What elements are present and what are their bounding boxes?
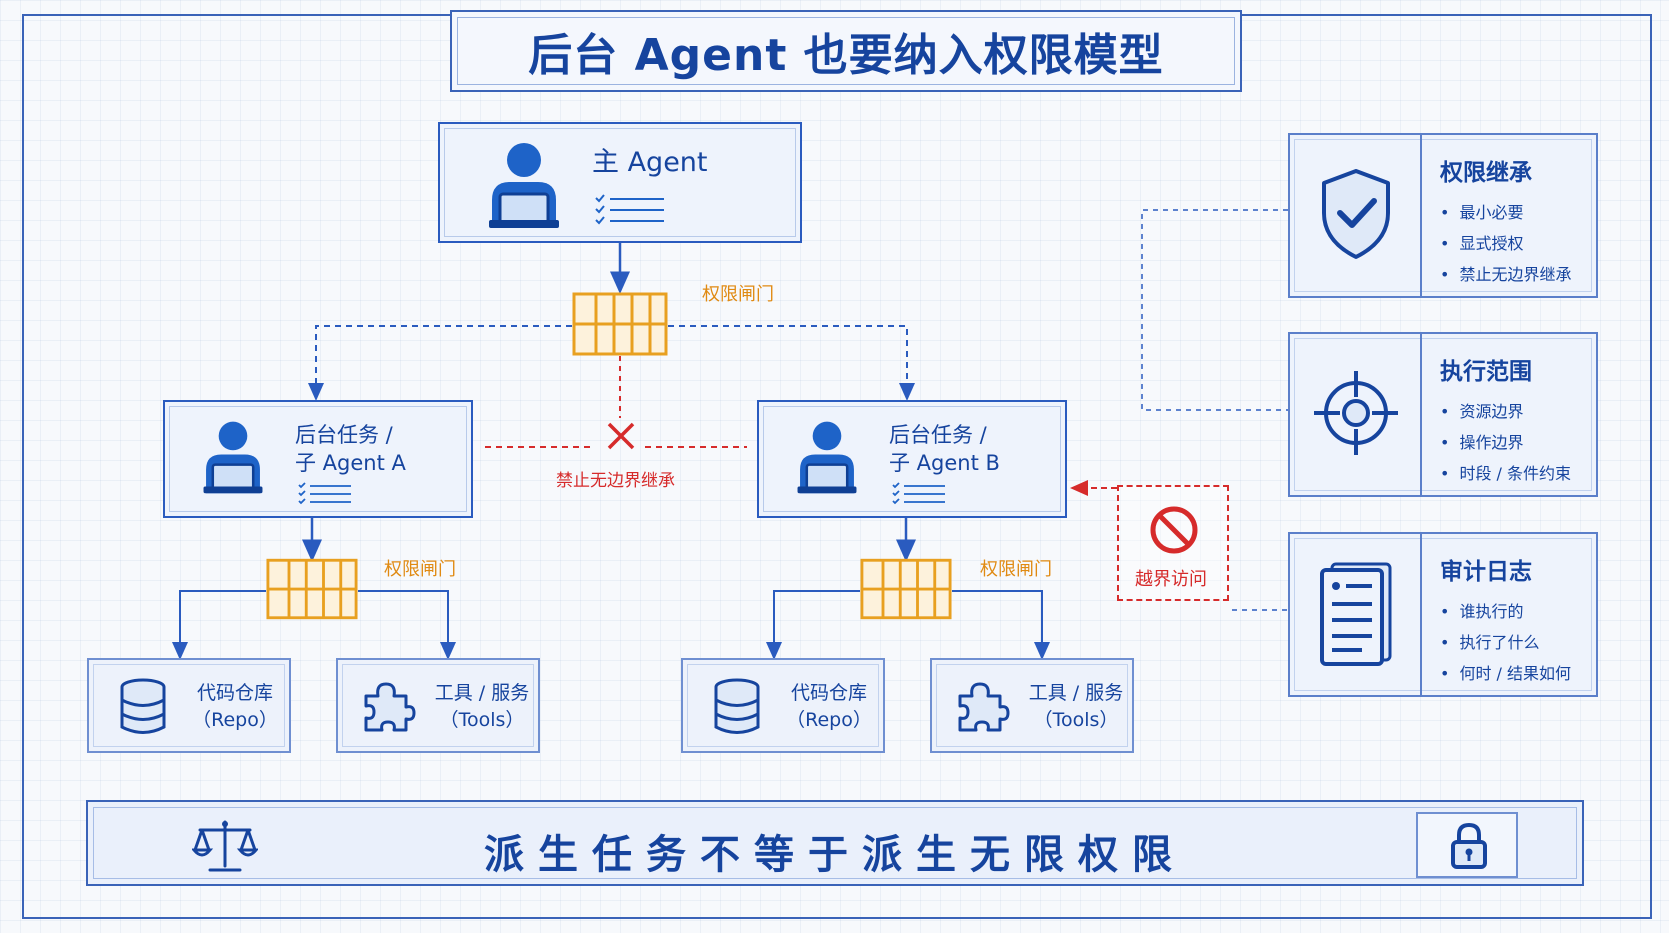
deny-x-icon xyxy=(607,422,635,450)
repo-card-b[interactable]: 代码仓库 （Repo） xyxy=(681,658,885,753)
list-item: 执行了什么 xyxy=(1440,627,1571,658)
list-item: 时段 / 条件约束 xyxy=(1440,458,1571,489)
repo-label-b: 代码仓库 xyxy=(790,682,867,704)
repo-sublabel-b: （Repo） xyxy=(786,709,872,731)
violation-label: 越界访问 xyxy=(1135,569,1207,590)
shield-check-icon xyxy=(1322,169,1390,259)
checklist-icon xyxy=(892,482,945,505)
crosshair-icon xyxy=(1314,371,1398,455)
tools-card-a[interactable]: 工具 / 服务 （Tools） xyxy=(336,658,540,753)
page-title: 后台 Agent 也要纳入权限模型 xyxy=(528,30,1164,81)
permission-gate-icon xyxy=(860,558,952,620)
scales-icon xyxy=(192,820,258,872)
panel-list: 谁执行的 执行了什么 何时 / 结果如何 xyxy=(1440,596,1571,689)
list-item: 最小必要 xyxy=(1440,197,1571,228)
list-item: 何时 / 结果如何 xyxy=(1440,658,1571,689)
user-icon xyxy=(203,421,263,494)
checklist-icon xyxy=(595,194,664,225)
panel-divider xyxy=(1420,534,1422,695)
deny-label: 禁止无边界继承 xyxy=(556,471,675,491)
list-item: 操作边界 xyxy=(1440,427,1571,458)
sub-agent-b-line1: 后台任务 / xyxy=(889,423,987,447)
repo-sublabel-a: （Repo） xyxy=(192,709,278,731)
tools-card-b[interactable]: 工具 / 服务 （Tools） xyxy=(930,658,1134,753)
puzzle-icon xyxy=(958,682,1010,732)
checklist-icon xyxy=(298,482,351,505)
list-item: 谁执行的 xyxy=(1440,596,1571,627)
puzzle-icon xyxy=(364,682,416,732)
user-icon xyxy=(797,421,857,494)
panel-scope: 执行范围 资源边界 操作边界 时段 / 条件约束 xyxy=(1288,332,1598,497)
tools-label-a: 工具 / 服务 xyxy=(434,682,530,704)
database-icon xyxy=(120,678,166,734)
main-agent-card[interactable]: 主 Agent xyxy=(438,122,802,243)
permission-gate-icon xyxy=(266,558,358,620)
repo-label-a: 代码仓库 xyxy=(196,682,273,704)
gate-label-b: 权限闸门 xyxy=(980,559,1052,580)
list-item: 显式授权 xyxy=(1440,228,1571,259)
gate-label-a: 权限闸门 xyxy=(384,559,456,580)
panel-audit: 审计日志 谁执行的 执行了什么 何时 / 结果如何 xyxy=(1288,532,1598,697)
sub-agent-a-line1: 后台任务 / xyxy=(295,423,393,447)
panel-title: 审计日志 xyxy=(1440,559,1532,585)
user-icon xyxy=(489,143,559,228)
sub-agent-b-line2: 子 Agent B xyxy=(889,451,1000,475)
slogan-bar: 派生任务不等于派生无限权限 xyxy=(86,800,1584,886)
panel-divider xyxy=(1420,334,1422,495)
main-agent-label: 主 Agent xyxy=(592,147,708,178)
violation-box: 越界访问 xyxy=(1117,485,1229,601)
prohibited-icon xyxy=(1150,506,1198,554)
panel-title: 执行范围 xyxy=(1440,359,1532,385)
sub-agent-a-line2: 子 Agent A xyxy=(295,451,406,475)
tools-sublabel-b: （Tools） xyxy=(1033,709,1119,731)
lock-box xyxy=(1416,812,1518,878)
gate-label-top: 权限闸门 xyxy=(702,284,774,305)
permission-gate-icon xyxy=(572,292,668,356)
document-log-icon xyxy=(1320,562,1392,666)
panel-list: 最小必要 显式授权 禁止无边界继承 xyxy=(1440,197,1571,290)
panel-divider xyxy=(1420,135,1422,296)
panel-inheritance: 权限继承 最小必要 显式授权 禁止无边界继承 xyxy=(1288,133,1598,298)
title-banner: 后台 Agent 也要纳入权限模型 xyxy=(450,10,1242,92)
database-icon xyxy=(714,678,760,734)
list-item: 资源边界 xyxy=(1440,396,1571,427)
tools-sublabel-a: （Tools） xyxy=(439,709,525,731)
list-item: 禁止无边界继承 xyxy=(1440,259,1571,290)
slogan-text: 派生任务不等于派生无限权限 xyxy=(484,832,1186,878)
repo-card-a[interactable]: 代码仓库 （Repo） xyxy=(87,658,291,753)
panel-list: 资源边界 操作边界 时段 / 条件约束 xyxy=(1440,396,1571,489)
sub-agent-b-card[interactable]: 后台任务 / 子 Agent B xyxy=(757,400,1067,518)
panel-title: 权限继承 xyxy=(1440,160,1532,186)
sub-agent-a-card[interactable]: 后台任务 / 子 Agent A xyxy=(163,400,473,518)
lock-icon xyxy=(1451,822,1487,869)
tools-label-b: 工具 / 服务 xyxy=(1028,682,1124,704)
